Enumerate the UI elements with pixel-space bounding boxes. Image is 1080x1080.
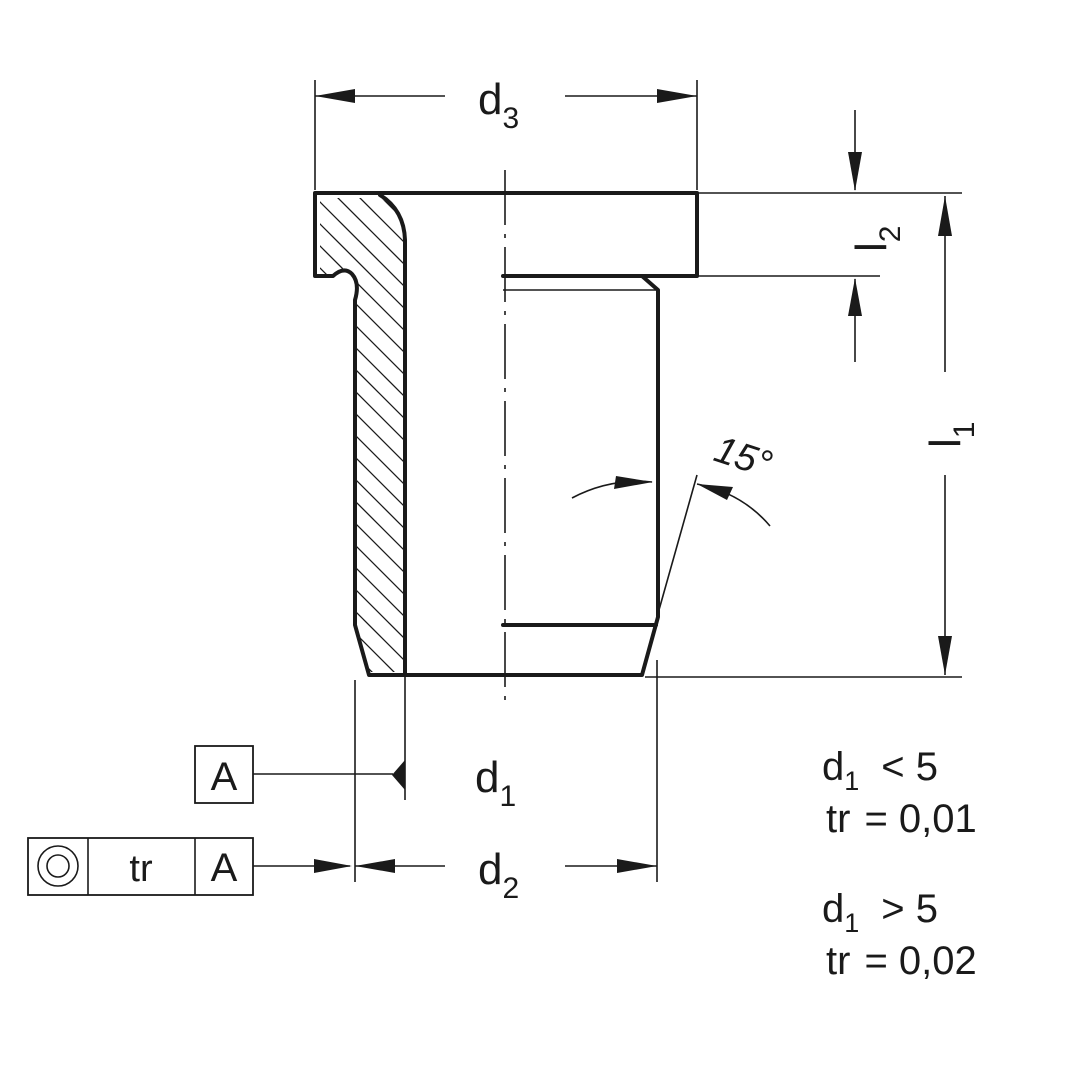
hatch-line: [300, 0, 420, 38]
label-angle: 15°: [709, 429, 777, 487]
hatch-line: [320, 555, 405, 672]
hatch-line: [320, 225, 405, 347]
hatch-line: [320, 203, 405, 325]
hatch-line: [300, 864, 420, 984]
hatch-line: [300, 0, 420, 16]
hatch-line: [320, 467, 405, 589]
hatch-line: [300, 886, 420, 1006]
extension-lines: [314, 80, 962, 882]
hatch-line: [300, 0, 420, 82]
bushing-outline: [313, 191, 699, 677]
label-d1: d1: [475, 753, 516, 813]
hatch-line: [320, 198, 405, 303]
hatch-line: [300, 72, 420, 192]
tolerance-datum: A: [211, 846, 238, 890]
section-hatching: [300, 0, 420, 1006]
hatch-line: [300, 688, 420, 808]
hatch-line: [320, 445, 405, 567]
hatch-line: [320, 198, 405, 259]
hatch-line: [300, 820, 420, 940]
hatch-line: [320, 533, 405, 655]
hatch-line: [300, 28, 420, 148]
note-1-condition: d1< 5: [822, 745, 938, 796]
hatch-line: [320, 489, 405, 611]
hatch-line: [300, 50, 420, 170]
outer-profile: [313, 191, 699, 677]
note-1-tolerance: tr= 0,01: [826, 797, 977, 841]
label-l2: l2: [847, 226, 907, 252]
hatch-line: [320, 198, 405, 281]
hatch-line: [300, 0, 420, 60]
note-2-condition: d1> 5: [822, 887, 938, 938]
dim-l1: l1: [921, 196, 981, 675]
tolerance-notes: d1< 5 tr= 0,01 d1> 5 tr= 0,02: [822, 745, 977, 983]
hatch-line: [300, 776, 420, 896]
hatch-line: [320, 423, 405, 545]
hatch-line: [320, 511, 405, 633]
tolerance-value: tr: [129, 848, 153, 890]
hatch-line: [320, 291, 405, 413]
datum-label: A: [211, 755, 238, 799]
note-2-tolerance: tr= 0,02: [826, 939, 977, 983]
label-d2: d2: [478, 845, 519, 905]
dim-d2: d2: [355, 845, 657, 905]
hatch-line: [320, 357, 405, 479]
hatch-line: [320, 401, 405, 523]
hatch-line: [300, 732, 420, 852]
datum-box: [194, 745, 254, 804]
hatch-line: [320, 269, 405, 391]
hatch-line: [320, 198, 405, 215]
concentricity-icon: [37, 845, 79, 887]
hatch-line: [300, 798, 420, 918]
dim-d3: d3: [315, 75, 697, 135]
datum-triangle: [392, 760, 405, 790]
dim-angle: 15°: [571, 429, 777, 618]
bore-wall: [378, 193, 407, 677]
hatch-line: [300, 0, 420, 104]
dim-l2: l2: [847, 110, 907, 362]
hatch-line: [320, 599, 405, 672]
hatch-line: [320, 313, 405, 435]
datum-reference: A: [194, 745, 405, 804]
label-l1: l1: [921, 422, 981, 448]
hatch-line: [320, 335, 405, 457]
hatch-line: [320, 643, 405, 672]
tolerance-frame: tr A: [27, 837, 352, 896]
hatch-line: [300, 6, 420, 126]
hatch-line: [320, 247, 405, 369]
hatch-line: [320, 379, 405, 501]
label-d3: d3: [478, 75, 519, 135]
